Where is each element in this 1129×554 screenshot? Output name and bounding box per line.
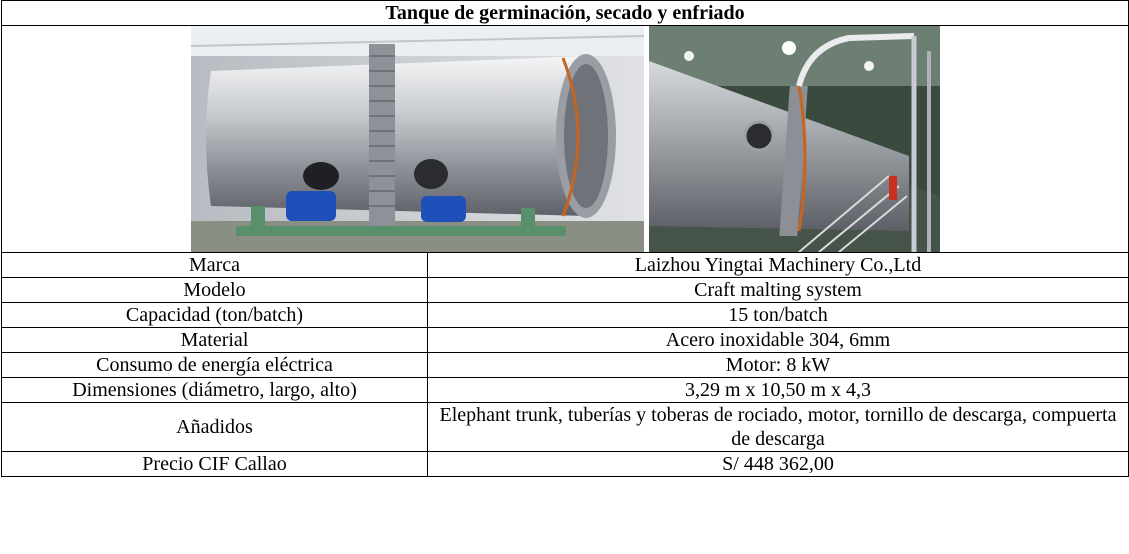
row-label: Consumo de energía eléctrica — [1, 352, 428, 378]
row-label: Material — [1, 327, 428, 353]
table-row: Modelo Craft malting system — [1, 277, 1129, 303]
row-value: Elephant trunk, tuberías y toberas de ro… — [427, 402, 1129, 452]
table-row: Capacidad (ton/batch) 15 ton/batch — [1, 302, 1129, 328]
table-row: Consumo de energía eléctrica Motor: 8 kW — [1, 352, 1129, 378]
row-value: Acero inoxidable 304, 6mm — [427, 327, 1129, 353]
tank-photo-1-illustration — [190, 26, 644, 252]
table-row: Material Acero inoxidable 304, 6mm — [1, 327, 1129, 353]
table-row: Añadidos Elephant trunk, tuberías y tobe… — [1, 402, 1129, 452]
table-row: Marca Laizhou Yingtai Machinery Co.,Ltd — [1, 252, 1129, 278]
row-value: S/ 448 362,00 — [427, 451, 1129, 477]
row-label: Dimensiones (diámetro, largo, alto) — [1, 377, 428, 403]
photo-row — [1, 25, 1129, 253]
row-value: Motor: 8 kW — [427, 352, 1129, 378]
tank-photo-2 — [648, 26, 940, 252]
tank-photo-1 — [190, 26, 644, 252]
row-label: Añadidos — [1, 402, 428, 452]
table-row: Dimensiones (diámetro, largo, alto) 3,29… — [1, 377, 1129, 403]
row-value: Craft malting system — [427, 277, 1129, 303]
table-row: Precio CIF Callao S/ 448 362,00 — [1, 451, 1129, 477]
row-label: Modelo — [1, 277, 428, 303]
spec-table: Tanque de germinación, secado y enfriado — [1, 0, 1129, 477]
tank-photo-2-illustration — [648, 26, 940, 252]
row-label: Precio CIF Callao — [1, 451, 428, 477]
row-value: 3,29 m x 10,50 m x 4,3 — [427, 377, 1129, 403]
row-label: Capacidad (ton/batch) — [1, 302, 428, 328]
table-title: Tanque de germinación, secado y enfriado — [1, 0, 1129, 26]
row-value: Laizhou Yingtai Machinery Co.,Ltd — [427, 252, 1129, 278]
row-value: 15 ton/batch — [427, 302, 1129, 328]
row-label: Marca — [1, 252, 428, 278]
